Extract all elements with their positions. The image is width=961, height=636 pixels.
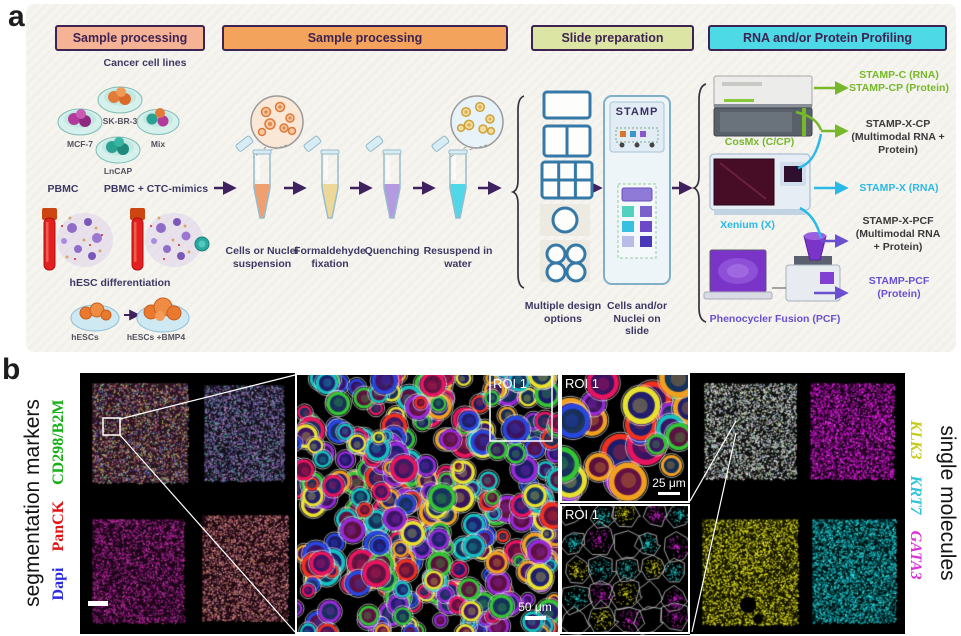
design-options-label: Multiple design options <box>524 300 602 325</box>
strip-annotations <box>88 373 737 634</box>
gene-gata3: GATA3 <box>907 530 924 580</box>
roi-label-center: ROI 1 <box>493 376 527 391</box>
single-molecules-overview-image <box>690 373 905 634</box>
dish-label-mcf-7: MCF-7 <box>67 139 93 149</box>
segmentation-markers-title: segmentation markers <box>21 399 44 607</box>
panel-a-label: a <box>8 0 25 33</box>
segmentation-markers-legend: Dapi PanCK CD298/B2M <box>50 370 68 630</box>
pbmc-label: PBMC <box>47 183 79 195</box>
scale-text-25um: 25 μm <box>652 476 686 490</box>
scale-text-50um: 50 μm <box>518 600 552 614</box>
scalebar-left <box>88 601 108 606</box>
roi-box-left <box>102 417 121 436</box>
slide-label: Cells and/or Nuclei on slide <box>606 300 668 337</box>
dish-label-sk-br-3: SK-BR-3 <box>102 116 138 126</box>
xenium-label: Xenium (X) <box>720 219 775 231</box>
hesc-after-label: hESCs +BMP4 <box>126 332 186 342</box>
step-fixation: Formaldehyde fixation <box>294 245 366 270</box>
single-molecules-legend: KLK3KRT7GATA3 <box>906 370 924 630</box>
segmentation-overview-image <box>80 373 295 634</box>
hesc-title: hESC differentiation <box>69 277 171 289</box>
header-sample-processing-2: Sample processing <box>222 25 508 51</box>
scalebar-25um <box>658 492 680 495</box>
stamp-logo: STAMP <box>615 106 659 118</box>
output-stamp-c: STAMP-C (RNA)STAMP-CP (Protein) <box>849 69 949 94</box>
cell-closeup-image <box>295 373 560 634</box>
marker-dapi: Dapi <box>50 567 67 601</box>
output-stamp-x-cp: STAMP-X-CP(Multimodal RNA +Protein) <box>851 118 945 156</box>
header-profiling: RNA and/or Protein Profiling <box>708 25 947 51</box>
header-slide-preparation: Slide preparation <box>531 25 694 51</box>
cancer-cell-lines-title: Cancer cell lines <box>103 57 187 69</box>
step-quenching: Quenching <box>364 245 420 257</box>
gene-klk3: KLK3 <box>907 420 924 460</box>
marker-panck: PanCK <box>50 500 67 552</box>
scalebar-50um <box>525 616 546 620</box>
dish-label-mix: Mix <box>150 139 166 149</box>
panel-b: b segmentation markers Dapi PanCK CD298/B2… <box>0 355 961 636</box>
roi-label-top: ROI 1 <box>565 376 599 391</box>
roi-molecules-image <box>560 504 690 635</box>
pbmc-ctc-label: PBMC + CTC-mimics <box>103 183 209 195</box>
step-suspension: Cells or Nuclei suspension <box>225 245 299 270</box>
hesc-before-label: hESCs <box>71 332 99 342</box>
output-stamp-x: STAMP-X (RNA) <box>859 182 939 194</box>
step-resuspend: Resuspend in water <box>423 245 493 270</box>
single-molecules-title: single molecules <box>936 425 959 581</box>
roi-box-center <box>489 374 553 442</box>
header-sample-processing-1: Sample processing <box>55 25 205 51</box>
marker-cd298: CD298/B2M <box>50 399 67 485</box>
gene-krt7: KRT7 <box>907 475 924 515</box>
cosmx-label: CosMx (C/CP) <box>724 136 795 148</box>
output-stamp-x-pcf: STAMP-X-PCF(Multimodal RNA+ Protein) <box>855 215 941 253</box>
panel-b-label: b <box>2 353 21 386</box>
dish-label-lncap: LnCAP <box>103 166 133 176</box>
roi-zoom-image <box>560 373 690 503</box>
phenocycler-label: Phenocycler Fusion (PCF) <box>709 313 841 325</box>
roi-label-bottom: ROI 1 <box>565 507 599 522</box>
microscopy-strip: ROI 1 ROI 1 ROI 1 50 μm 25 μm <box>80 373 905 635</box>
output-stamp-pcf: STAMP-PCF(Protein) <box>868 275 930 300</box>
